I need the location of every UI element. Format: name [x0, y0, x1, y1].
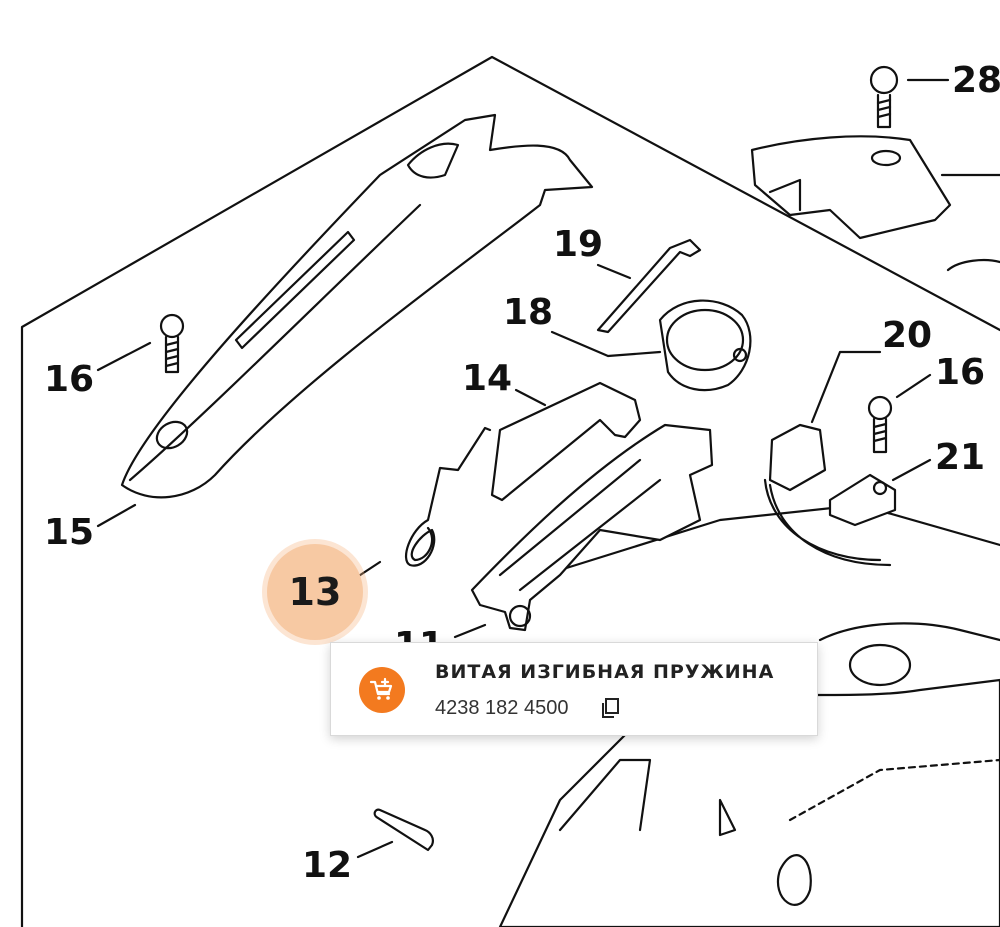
- part-label-19[interactable]: 19: [553, 224, 604, 265]
- add-to-cart-icon: [369, 677, 393, 700]
- top-cover: [750, 135, 952, 240]
- part-label-18[interactable]: 18: [503, 292, 554, 333]
- copy-icon[interactable]: [599, 697, 621, 719]
- part-info-popup: ВИТАЯ ИЗГИБНАЯ ПРУЖИНА 4238 182 4500: [330, 642, 818, 736]
- part-label-16-left[interactable]: 16: [44, 359, 95, 400]
- part-label-20[interactable]: 20: [882, 315, 933, 356]
- part-label-21[interactable]: 21: [935, 437, 986, 478]
- part-label-15[interactable]: 15: [44, 512, 95, 553]
- part-number: 4238 182 4500: [435, 697, 569, 719]
- part-12-pin: [373, 808, 434, 852]
- add-to-cart-button[interactable]: [359, 667, 405, 713]
- part-label-28[interactable]: 28: [952, 60, 1000, 101]
- part-28-screw-top: [869, 65, 899, 129]
- part-19-lever: [596, 238, 702, 334]
- diagram-boundary: [20, 55, 1000, 927]
- part-18-cam: [658, 299, 752, 392]
- part-16-screw-right: [867, 395, 893, 454]
- part-14-trigger: [490, 381, 642, 502]
- part-15-handle-shell: [120, 113, 594, 499]
- part-20-switch: [763, 423, 892, 567]
- part-name: ВИТАЯ ИЗГИБНАЯ ПРУЖИНА: [435, 661, 775, 683]
- part-label-16-right[interactable]: 16: [935, 352, 986, 393]
- part-hotspot-13[interactable]: 13: [267, 544, 363, 640]
- part-11-lever: [470, 423, 714, 632]
- part-13-spring: [404, 426, 492, 567]
- part-label-14[interactable]: 14: [462, 358, 513, 399]
- part-label-13: 13: [288, 570, 342, 614]
- part-16-screw-left: [159, 313, 185, 374]
- part-label-12[interactable]: 12: [302, 845, 353, 886]
- part-21-bracket: [828, 473, 897, 527]
